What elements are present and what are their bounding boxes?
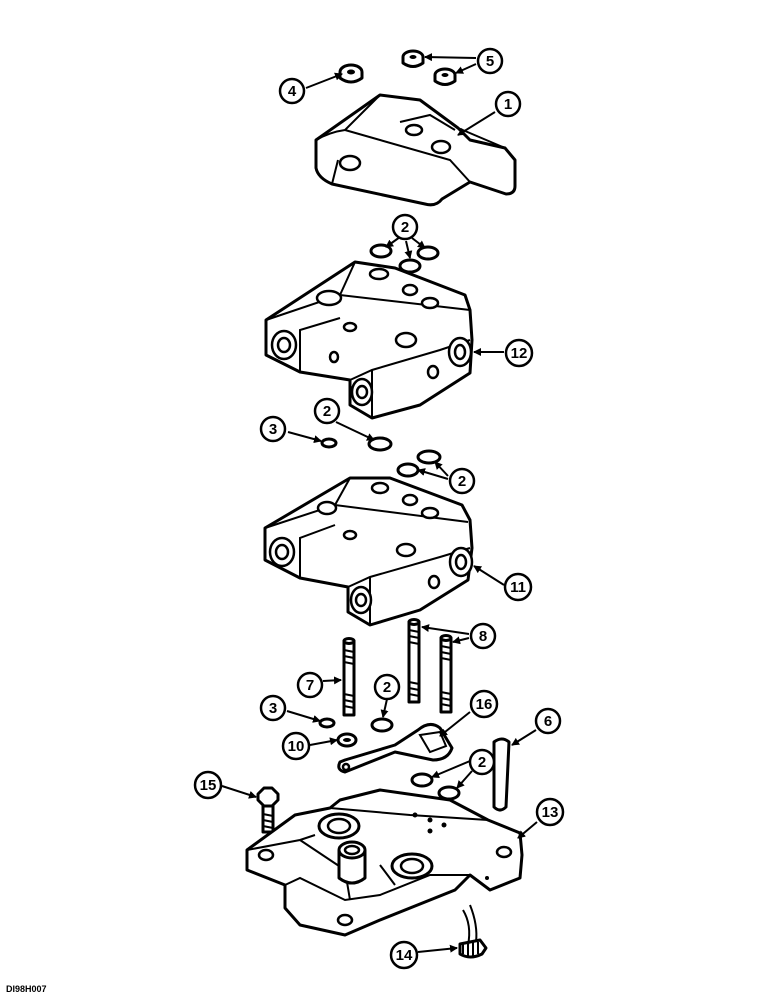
callout-3-lower: 3: [259, 694, 287, 722]
callout-2-right: 2: [448, 467, 476, 495]
callout-14: 14: [389, 940, 419, 970]
callout-1-label: 1: [504, 96, 512, 113]
callout-10: 10: [281, 731, 311, 761]
callout-15-label: 15: [200, 777, 217, 794]
reference-code: DI98H007: [6, 984, 47, 994]
stud-part-7: [342, 637, 356, 717]
o-rings-upper: [369, 243, 440, 274]
cover-part-1: [314, 93, 517, 207]
fitting-part-14: [458, 904, 488, 959]
stud-part-8-right: [439, 634, 453, 714]
callout-8: 8: [469, 622, 497, 650]
callout-13-label: 13: [542, 804, 559, 821]
callout-12-label: 12: [511, 345, 528, 362]
nut-part-5-upper: [401, 49, 425, 68]
nut-part-4: [338, 63, 364, 84]
stud-part-8-left: [407, 618, 421, 704]
seals-lower: [318, 717, 461, 801]
callout-3-middle: 3: [259, 415, 287, 443]
callout-16: 16: [469, 689, 499, 719]
callout-4-label: 4: [288, 83, 297, 100]
callout-2-lower-right: 2: [468, 748, 496, 776]
tube-part-16: [337, 723, 454, 774]
callout-1: 1: [494, 90, 522, 118]
callout-4: 4: [278, 77, 306, 105]
callout-14-label: 14: [396, 947, 413, 964]
valve-body-part-11: [263, 476, 474, 627]
callout-2-right-label: 2: [458, 473, 466, 490]
callout-11: 11: [503, 572, 533, 602]
callout-5: 5: [476, 47, 504, 75]
seals-middle: [320, 436, 442, 478]
callout-2-lower-left: 2: [373, 673, 401, 701]
callout-2-lower-right-label: 2: [478, 754, 486, 771]
callout-13: 13: [535, 797, 565, 827]
bolt-part-15: [256, 786, 280, 834]
callout-15: 15: [193, 770, 223, 800]
callout-12: 12: [504, 338, 534, 368]
nut-part-5-lower: [433, 67, 457, 86]
callout-11-label: 11: [510, 579, 526, 596]
callout-2-middle-label: 2: [323, 403, 331, 420]
callout-3-lower-label: 3: [269, 700, 277, 717]
callout-10-label: 10: [288, 738, 305, 755]
rod-part-6: [492, 737, 511, 812]
callout-6-label: 6: [544, 713, 552, 730]
callout-16-label: 16: [476, 696, 493, 713]
callout-7: 7: [296, 671, 324, 699]
callout-6: 6: [534, 707, 562, 735]
callout-7-label: 7: [306, 677, 314, 694]
callout-3-middle-label: 3: [269, 421, 277, 438]
callout-8-label: 8: [479, 628, 487, 645]
callout-2-middle: 2: [313, 397, 341, 425]
valve-body-part-12: [264, 260, 474, 420]
leader-arrows: [221, 53, 538, 953]
callout-5-label: 5: [486, 53, 494, 70]
callout-2-upper-label: 2: [401, 219, 409, 236]
callout-2-upper: 2: [391, 213, 419, 241]
callout-2-lower-left-label: 2: [383, 679, 391, 696]
base-part-13: [245, 788, 524, 937]
